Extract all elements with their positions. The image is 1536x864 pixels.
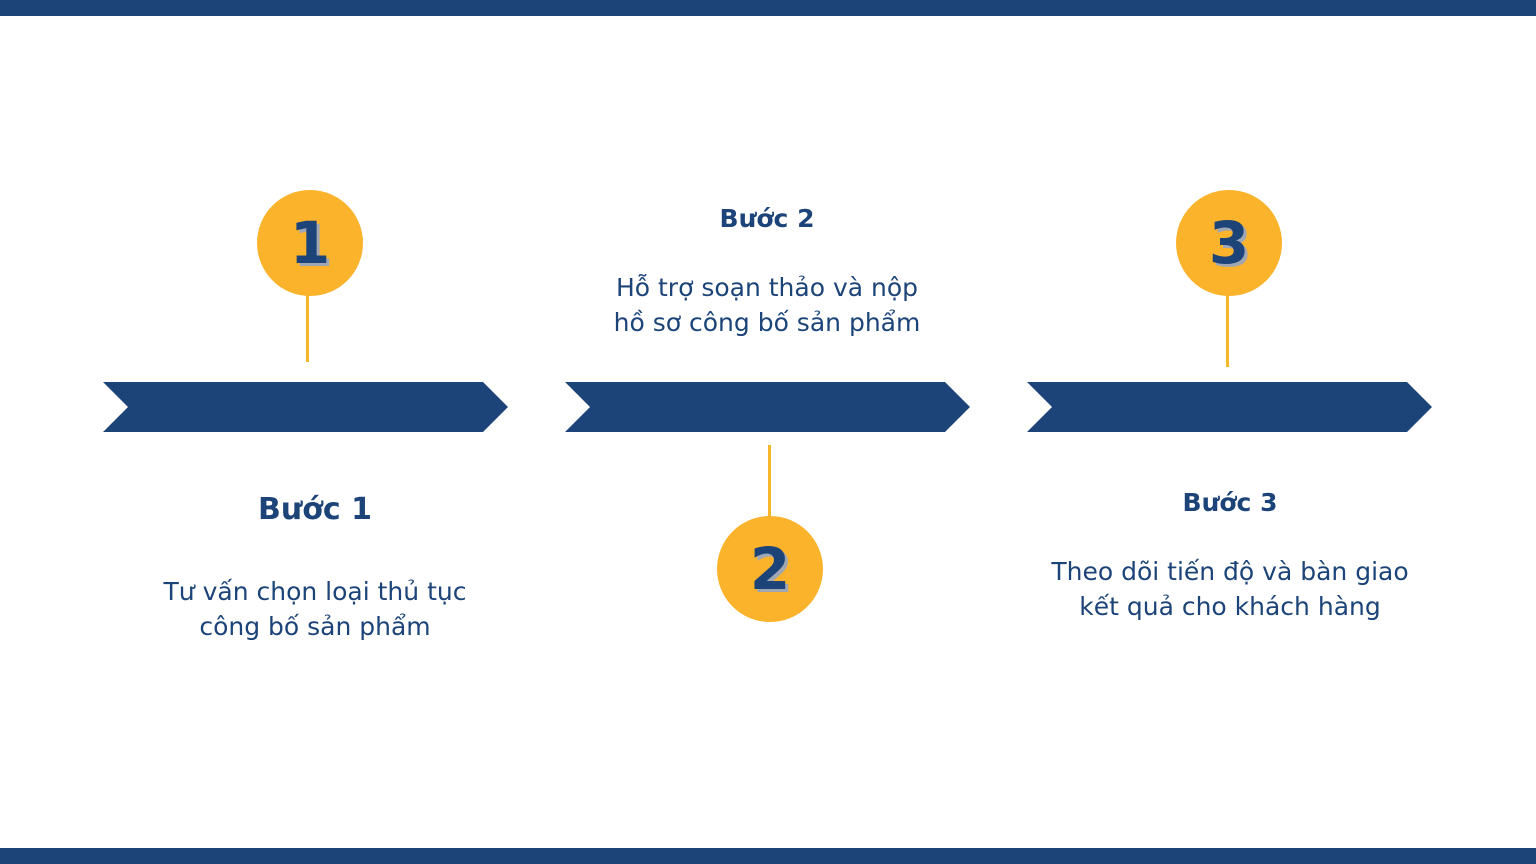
step-3-arrow: [1027, 382, 1432, 432]
step-1-desc-line-2: công bố sản phẩm: [199, 612, 431, 641]
step-2-desc-line-1: Hỗ trợ soạn thảo và nộp: [615, 273, 919, 302]
step-1-title: Bước 1: [258, 492, 372, 527]
step-3-desc-line-1: Theo dõi tiến độ và bàn giao: [1051, 557, 1409, 586]
step-1-connector: [306, 292, 309, 362]
step-3-desc-line-2: kết quả cho khách hàng: [1079, 592, 1381, 621]
step-1-description: Tư vấn chọn loại thủ tục công bố sản phẩ…: [110, 574, 520, 644]
bottom-border-bar: [0, 848, 1536, 864]
step-2-arrow: [565, 382, 970, 432]
step-3-title: Bước 3: [1182, 488, 1278, 517]
step-1-number: 1: [289, 209, 331, 277]
step-3-description: Theo dõi tiến độ và bàn giao kết quả cho…: [1010, 554, 1450, 624]
step-3-connector: [1226, 292, 1229, 367]
step-2-title: Bước 2: [719, 204, 815, 233]
step-1-badge: 1: [257, 190, 363, 296]
step-3-badge: 3: [1176, 190, 1282, 296]
step-2-badge: 2: [717, 516, 823, 622]
step-2-connector: [768, 445, 771, 523]
step-3-number: 3: [1208, 209, 1250, 277]
step-2-number: 2: [749, 535, 791, 603]
step-2-description: Hỗ trợ soạn thảo và nộp hồ sơ công bố sả…: [567, 270, 967, 340]
step-1-desc-line-1: Tư vấn chọn loại thủ tục: [163, 577, 467, 606]
step-1-arrow: [103, 382, 508, 432]
top-border-bar: [0, 0, 1536, 16]
step-2-desc-line-2: hồ sơ công bố sản phẩm: [613, 308, 921, 337]
